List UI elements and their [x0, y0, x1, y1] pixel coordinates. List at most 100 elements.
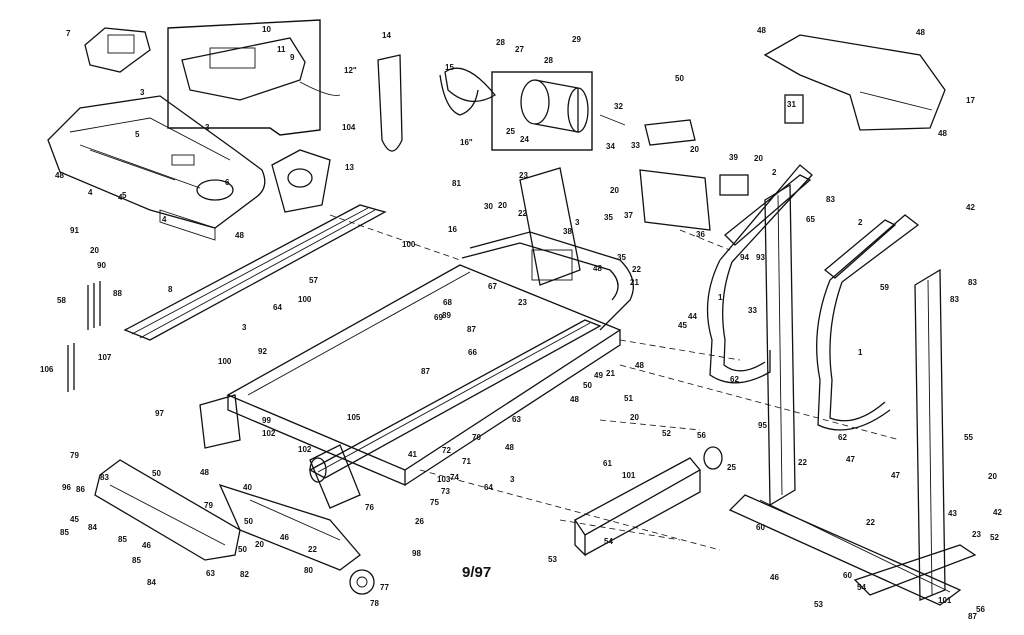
front-wheel [703, 446, 723, 470]
part-callout: 83 [100, 473, 109, 482]
walking-deck [226, 264, 622, 486]
part-callout: 24 [520, 135, 529, 144]
part-callout: 26 [415, 517, 424, 526]
part-callout: 63 [206, 569, 215, 578]
front-end-cap [199, 394, 241, 449]
part-callout: 21 [630, 278, 639, 287]
part-callout: 22 [308, 545, 317, 554]
part-callout: 54 [604, 537, 613, 546]
part-callout: 48 [55, 171, 64, 180]
part-callout: 6 [225, 178, 230, 187]
part-callout: 23 [518, 298, 527, 307]
part-callout: 93 [756, 253, 765, 262]
part-callout: 85 [132, 556, 141, 565]
part-callout: 78 [370, 599, 379, 608]
rear-foot [94, 459, 241, 561]
part-callout: 12" [344, 66, 357, 75]
part-callout: 16 [448, 225, 457, 234]
part-callout: 20 [90, 246, 99, 255]
part-callout: 88 [113, 289, 122, 298]
part-callout: 71 [462, 457, 471, 466]
part-callout: 79 [70, 451, 79, 460]
assembly-lines [329, 214, 901, 551]
part-callout: 11 [277, 45, 286, 54]
part-callout: 100 [218, 357, 232, 366]
part-callout: 52 [990, 533, 999, 542]
console-cover [84, 27, 151, 73]
part-callout: 56 [976, 605, 985, 614]
part-callout: 2 [772, 168, 777, 177]
part-callout: 89 [442, 311, 451, 320]
date-code: 9/97 [462, 564, 491, 581]
part-callout: 20 [630, 413, 639, 422]
motor-mount [519, 167, 581, 286]
part-callout: 57 [309, 276, 318, 285]
frame-rail [461, 231, 634, 331]
part-callout: 42 [966, 203, 975, 212]
part-callout: 22 [866, 518, 875, 527]
part-callout: 1 [858, 348, 863, 357]
part-callout: 84 [88, 523, 97, 532]
part-callout: 64 [273, 303, 282, 312]
part-callout: 95 [758, 421, 767, 430]
part-callout: 54 [857, 583, 866, 592]
part-callout: 41 [408, 450, 417, 459]
part-callout: 99 [262, 416, 271, 425]
controller-board [639, 119, 711, 231]
part-callout: 107 [98, 353, 112, 362]
part-callout: 102 [262, 429, 276, 438]
part-callout: 36 [696, 230, 705, 239]
part-callout: 17 [966, 96, 975, 105]
part-callout: 53 [814, 600, 823, 609]
part-callout: 22 [632, 265, 641, 274]
belt-guide [308, 319, 602, 479]
part-callout: 61 [603, 459, 612, 468]
part-callout: 83 [968, 278, 977, 287]
part-callout: 45 [678, 321, 687, 330]
part-callout: 37 [624, 211, 633, 220]
rear-base-bar [853, 544, 977, 596]
part-callout: 15 [445, 63, 454, 72]
safety-key [377, 54, 403, 152]
part-callout: 25 [727, 463, 736, 472]
part-callout: 10 [262, 25, 271, 34]
part-callout: 33 [748, 306, 757, 315]
part-callout: 60 [756, 523, 765, 532]
handrail-right [816, 214, 920, 431]
part-callout: 46 [142, 541, 151, 550]
part-callout: 104 [342, 123, 356, 132]
part-callout: 56 [697, 431, 706, 440]
part-callout: 21 [606, 369, 615, 378]
part-callout: 48 [235, 231, 244, 240]
part-callout: 103 [437, 475, 451, 484]
incline-frame [218, 483, 361, 571]
part-callout: 13 [345, 163, 354, 172]
part-callout: 98 [412, 549, 421, 558]
part-callout: 70 [472, 433, 481, 442]
upright-right [914, 268, 946, 601]
part-callout: 45 [70, 515, 79, 524]
part-callout: 23 [519, 171, 528, 180]
part-callout: 3 [510, 475, 515, 484]
rear-roller [309, 444, 361, 509]
part-callout: 83 [950, 295, 959, 304]
part-callout: 50 [238, 545, 247, 554]
circuit-module [719, 174, 749, 196]
callout-labels: 112233333444556789101112"1314151616"1720… [40, 25, 1002, 621]
part-callout: 48 [593, 264, 602, 273]
part-callout: 3 [205, 123, 210, 132]
part-callout: 87 [968, 612, 977, 621]
part-callout: 80 [304, 566, 313, 575]
part-callout: 67 [488, 282, 497, 291]
base-crossbar [574, 457, 701, 557]
part-callout: 22 [798, 458, 807, 467]
part-callout: 100 [402, 240, 416, 249]
part-callout: 58 [57, 296, 66, 305]
part-callout: 40 [243, 483, 252, 492]
part-callout: 96 [62, 483, 71, 492]
part-callout: 28 [496, 38, 505, 47]
part-callout: 105 [347, 413, 361, 422]
part-callout: 1 [718, 293, 723, 302]
